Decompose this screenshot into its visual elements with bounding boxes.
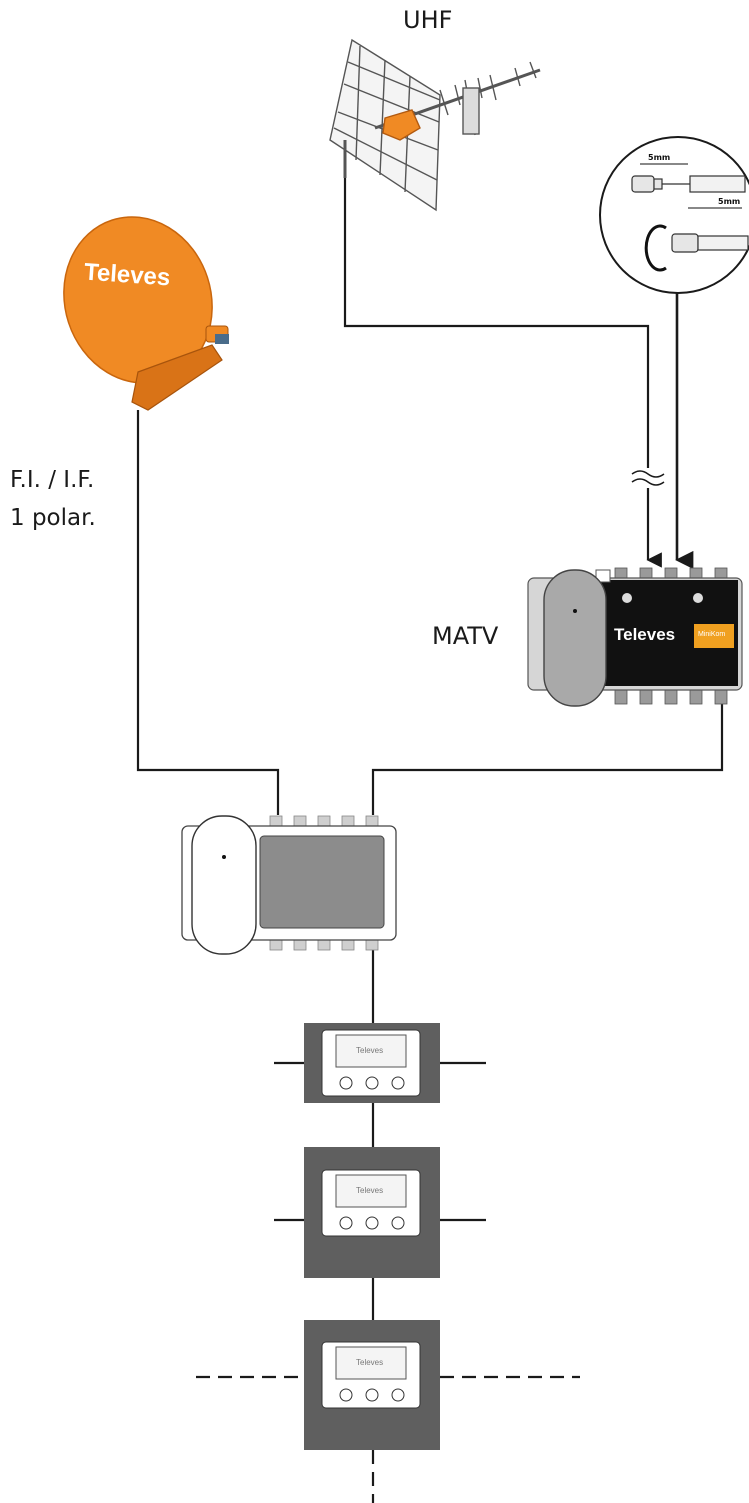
outlet-1: Televes <box>304 1023 440 1103</box>
matv-amplifier: Televes MiniKom <box>527 567 743 707</box>
cables <box>136 175 724 1503</box>
dish-cable <box>136 410 280 815</box>
dim-label-top: 5mm <box>648 153 670 162</box>
dish-logo: Televes <box>83 259 171 292</box>
dim-label-bottom: 5mm <box>718 197 740 206</box>
uhf-antenna-icon <box>329 38 541 212</box>
satellite-dish-icon: Televes <box>63 216 229 411</box>
matv-output-cable <box>371 700 724 815</box>
outlet-1-logo: Televes <box>356 1046 383 1055</box>
uhf-cable <box>343 175 662 568</box>
outlet-3: Televes <box>304 1320 440 1450</box>
outlet-2: Televes <box>304 1147 440 1278</box>
matv-label: MATV <box>432 622 499 650</box>
fi-polar-label: F.I. / I.F. 1 polar. <box>10 461 96 537</box>
amp-logo: Televes <box>614 625 675 644</box>
connector-detail-icon: 5mm 5mm <box>599 136 749 294</box>
outlet-2-logo: Televes <box>356 1186 383 1195</box>
amp-badge: MiniKom <box>698 631 725 638</box>
uhf-label: UHF <box>403 6 453 34</box>
headend-module <box>181 815 397 955</box>
fi-label-line2: 1 polar. <box>10 505 96 531</box>
outlet-3-logo: Televes <box>356 1358 383 1367</box>
cable-break-symbol <box>631 468 665 488</box>
fi-label-line1: F.I. / I.F. <box>10 467 95 493</box>
crimp-c-icon <box>644 224 667 272</box>
